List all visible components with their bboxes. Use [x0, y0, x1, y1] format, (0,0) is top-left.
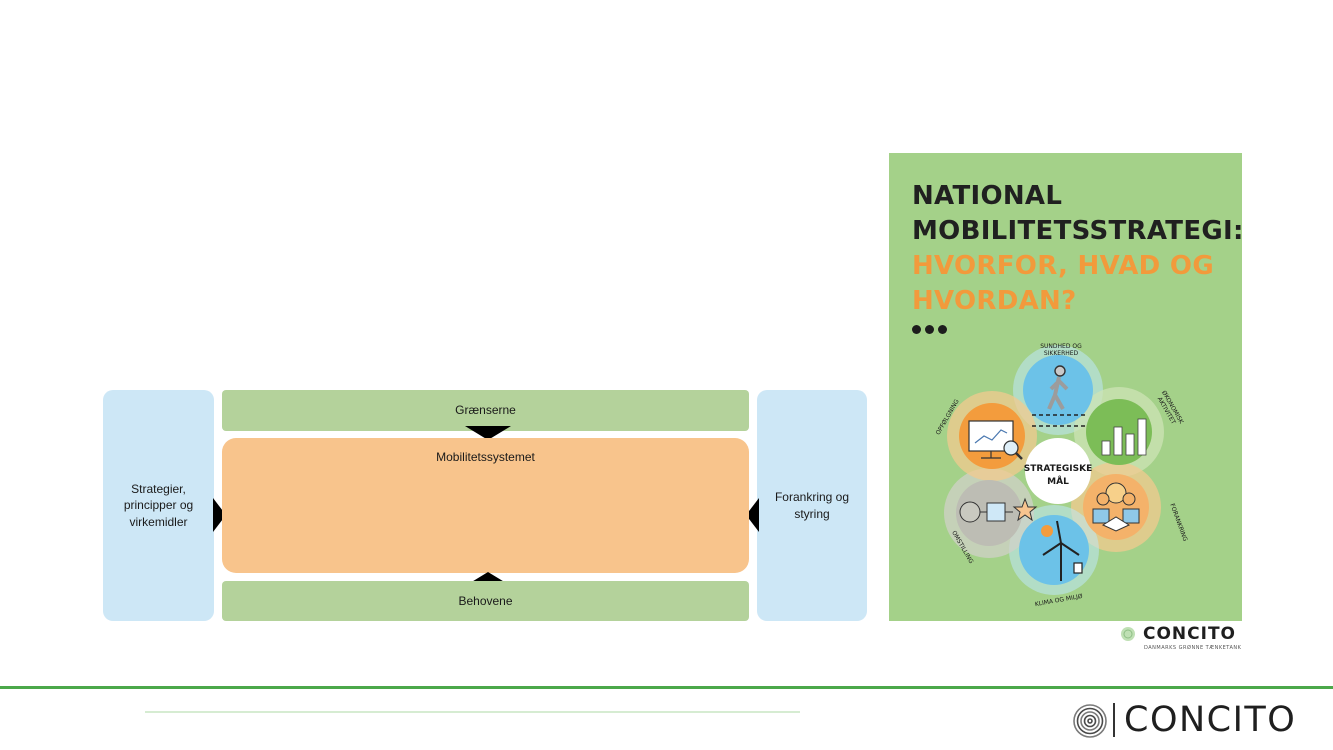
cover-title: NATIONAL MOBILITETSSTRATEGI: HVORFOR, HV…: [912, 179, 1242, 319]
center-label-2: MÅL: [1047, 476, 1069, 487]
small-logo-name: CONCITO: [1143, 624, 1237, 644]
goal-label-climate: KLIMA OG MILJØ: [1034, 593, 1083, 608]
goal-label-health-1: SUNDHED OG: [1040, 343, 1082, 350]
needs-label: Behovene: [458, 593, 513, 608]
strategies-box: Strategier, principper og virkemidler: [103, 390, 214, 621]
cover-title-line-1: NATIONAL: [912, 181, 1063, 211]
strategies-label: Strategier, principper og virkemidler: [123, 482, 194, 529]
mobility-system-box: Mobilitetssystemet: [222, 438, 749, 573]
needs-box: Behovene: [222, 581, 749, 621]
circle-climate: [1019, 515, 1089, 585]
anchoring-box: Forankring og styring: [757, 390, 867, 621]
cover-subtitle-line-1: HVORFOR, HVAD OG: [912, 251, 1214, 281]
footer-thin-line: [145, 711, 800, 713]
arrow-down-icon: [465, 426, 511, 440]
anchoring-label: Forankring og styring: [774, 490, 850, 521]
goal-label-health-2: SIKKERHED: [1044, 350, 1079, 357]
ellipsis-dots-icon: [912, 321, 951, 339]
monitor-magnifier-icon: [968, 420, 1023, 460]
center-circle: [1025, 438, 1091, 504]
cover-title-line-2: MOBILITETSSTRATEGI:: [912, 216, 1242, 246]
boundaries-label: Grænserne: [455, 403, 516, 418]
cover-subtitle-line-2: HVORDAN?: [912, 286, 1077, 316]
footer-divider: [0, 686, 1333, 689]
goal-label-anchoring: FORANKRING: [1168, 503, 1188, 543]
boundaries-box: Grænserne: [222, 390, 749, 431]
footer-logo-separator: [1113, 703, 1115, 737]
center-label-1: STRATEGISKE: [1024, 464, 1092, 474]
concito-small-mark-icon: [1121, 627, 1135, 641]
footer-logo-name: CONCITO: [1124, 700, 1297, 740]
arrow-left-icon: [746, 498, 759, 532]
strategic-goals-graphic: STRATEGISKE MÅL: [935, 343, 1189, 608]
walking-person-icon: [1032, 365, 1085, 427]
wind-turbine-icon: [1041, 520, 1083, 581]
mobility-system-label: Mobilitetssystemet: [436, 450, 535, 464]
bar-chart-icon: [1101, 418, 1147, 456]
report-cover: NATIONAL MOBILITETSSTRATEGI: HVORFOR, HV…: [889, 153, 1242, 621]
small-logo-tagline: DANMARKS GRØNNE TÆNKETANK: [1144, 645, 1242, 651]
transition-shapes-icon: [959, 497, 1038, 523]
concito-fingerprint-logo-icon: [1073, 704, 1107, 738]
handshake-people-icon: [1092, 482, 1140, 532]
